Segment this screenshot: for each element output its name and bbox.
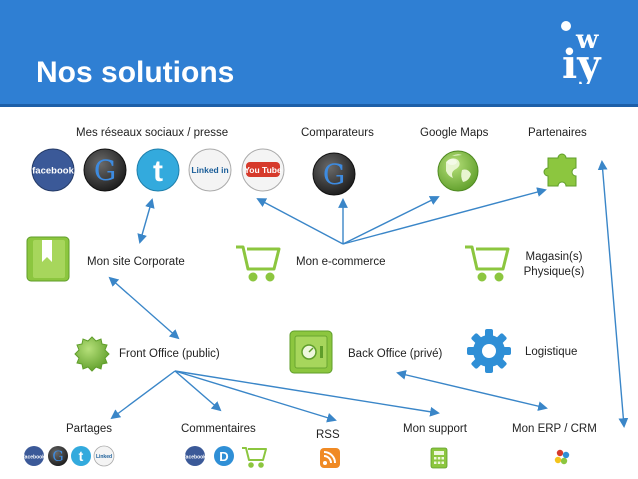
rss-icon <box>320 448 340 468</box>
arrow-front-rss <box>174 370 337 423</box>
arrow-corporate-front <box>108 276 180 340</box>
label-site-corporate: Mon site Corporate <box>87 256 185 268</box>
svg-text:iy: iy <box>562 41 602 84</box>
small-cart-icon <box>242 447 267 468</box>
iwy-logo: w iy <box>561 21 602 84</box>
label-support: Mon support <box>403 423 467 435</box>
label-magasin-2: Physique(s) <box>523 266 585 278</box>
small-google-icon: G <box>48 446 68 466</box>
svg-text:Linked in: Linked in <box>191 165 228 175</box>
arrow-social-corporate <box>137 198 155 244</box>
label-rss: RSS <box>316 429 340 441</box>
header-bar <box>0 0 638 104</box>
youtube-icon: You Tube <box>241 148 285 192</box>
google-icon: G <box>83 148 127 192</box>
twitter-icon: t <box>136 148 180 192</box>
svg-text:G: G <box>94 154 116 187</box>
book-icon <box>26 236 70 282</box>
label-front-office: Front Office (public) <box>119 348 220 360</box>
label-partages: Partages <box>66 423 113 435</box>
arrow-front-commentaires <box>174 370 222 412</box>
label-erp: Mon ERP / CRM <box>512 423 597 435</box>
label-logistique: Logistique <box>525 346 578 358</box>
page-title: Nos solutions <box>36 56 235 89</box>
svg-text:t: t <box>79 448 84 464</box>
arrow-front-support <box>174 370 440 417</box>
globe-icon <box>437 150 479 192</box>
header-underline <box>0 104 638 107</box>
label-commentaires: Commentaires <box>181 423 256 435</box>
svg-text:G: G <box>52 449 63 465</box>
svg-text:facebook: facebook <box>184 455 206 461</box>
linkedin-icon: Linked in <box>188 148 232 192</box>
label-partenaires: Partenaires <box>528 127 587 139</box>
gear-icon <box>467 329 511 373</box>
svg-text:t: t <box>153 155 163 188</box>
store-cart-icon <box>465 245 510 282</box>
label-ecommerce: Mon e-commerce <box>296 256 386 268</box>
small-facebook-icon: facebook <box>23 446 45 466</box>
svg-text:facebook: facebook <box>23 455 45 461</box>
comparateurs-google-icon: G <box>312 152 356 196</box>
small-linkedin-icon: Linked <box>93 445 115 467</box>
connector-arrows <box>108 160 629 428</box>
erp-pinwheel-icon <box>554 449 570 465</box>
puzzle-icon <box>543 153 577 187</box>
label-back-office: Back Office (privé) <box>348 348 443 360</box>
svg-text:Linked: Linked <box>96 454 112 460</box>
arrow-ecom-partenaires <box>342 187 547 245</box>
label-social: Mes réseaux sociaux / presse <box>76 127 229 139</box>
arrow-ecom-social <box>256 198 344 245</box>
front-office-badge-icon <box>74 336 110 372</box>
arrow-back-erp <box>396 370 548 411</box>
small-facebook-comments-icon: facebook <box>184 446 206 466</box>
cart-icon <box>236 245 281 282</box>
svg-text:facebook: facebook <box>32 166 74 177</box>
small-delicious-icon: D <box>214 446 234 466</box>
calculator-icon <box>430 447 448 469</box>
label-google-maps: Google Maps <box>420 127 489 139</box>
svg-text:G: G <box>323 158 345 191</box>
label-magasin-1: Magasin(s) <box>525 251 583 263</box>
arrow-front-partages <box>110 370 176 420</box>
svg-text:You Tube: You Tube <box>244 165 282 175</box>
arrow-partenaires-erp <box>597 160 629 428</box>
small-twitter-icon: t <box>71 446 91 466</box>
facebook-icon: facebook <box>31 148 75 192</box>
safe-icon <box>289 330 333 374</box>
svg-text:D: D <box>219 449 228 464</box>
arrow-ecom-maps <box>342 196 440 245</box>
svg-text:w: w <box>575 25 599 55</box>
label-comparateurs: Comparateurs <box>301 127 374 139</box>
